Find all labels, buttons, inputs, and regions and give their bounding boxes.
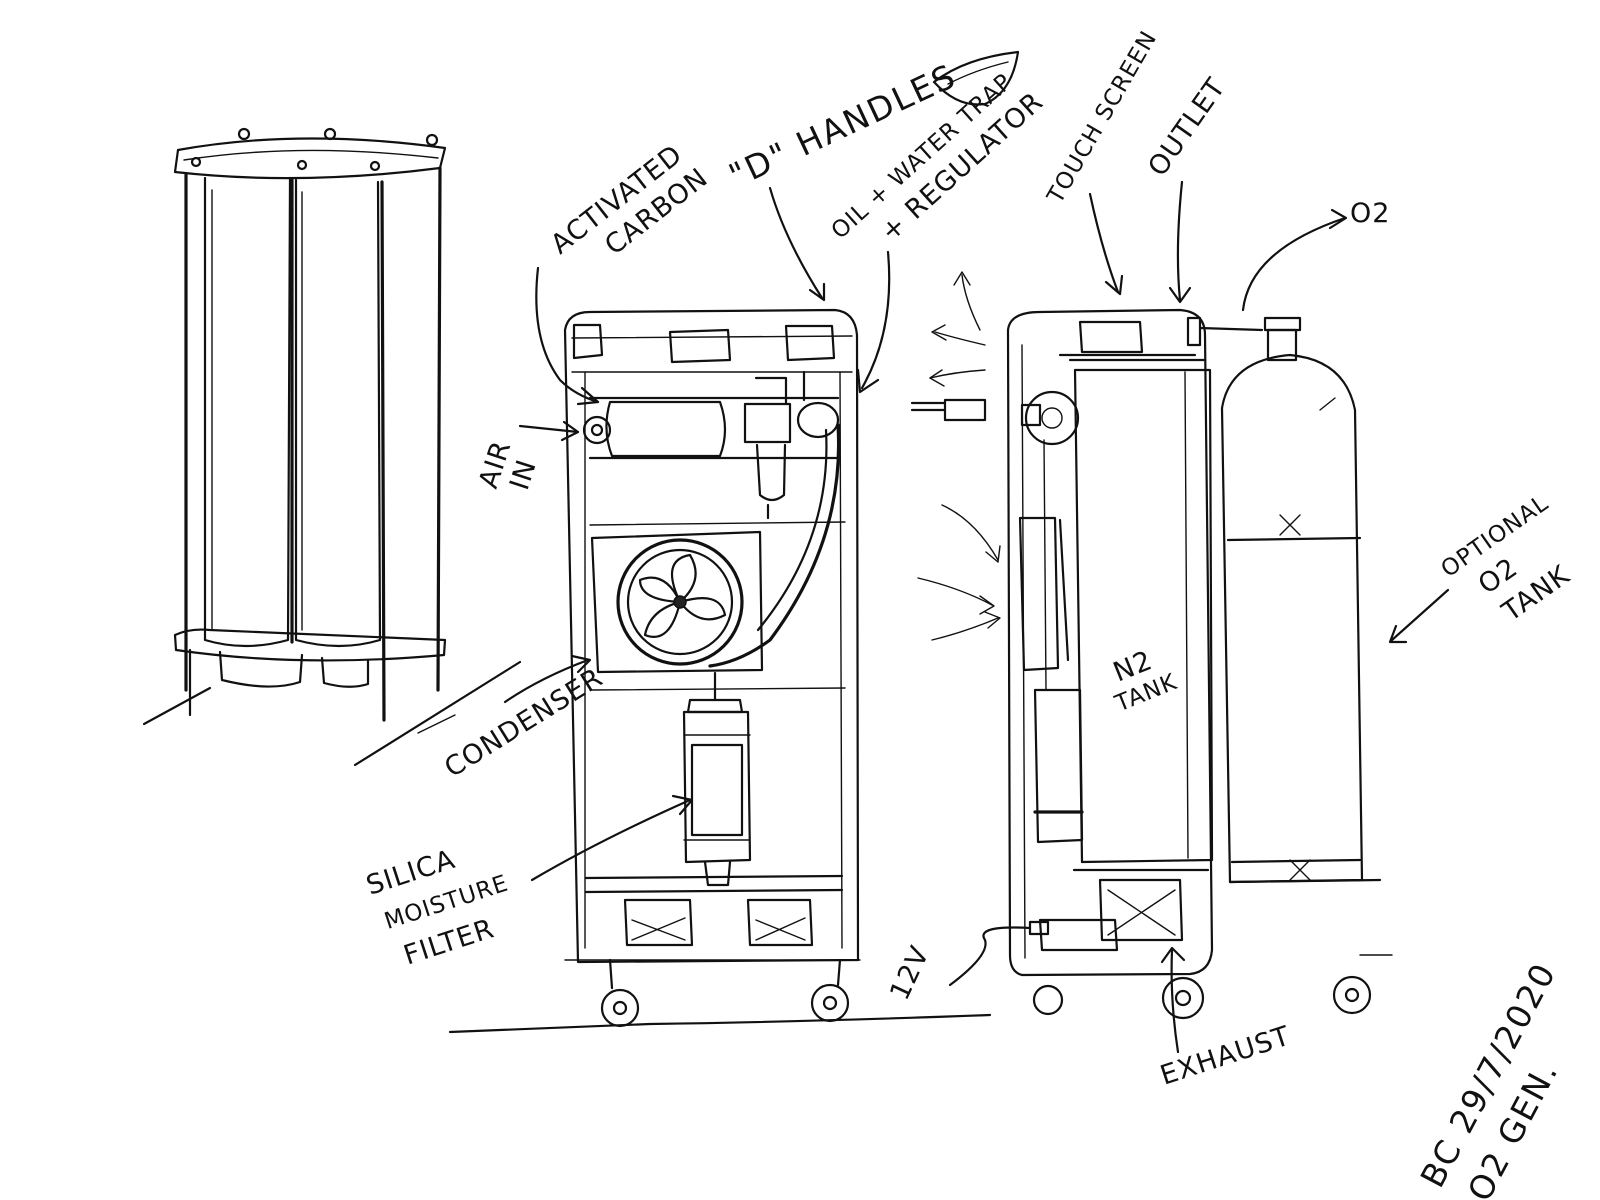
label-condenser-text: CONDENSER [439, 662, 608, 784]
label-optional-tank: OPTIONAL O2 TANK [1437, 490, 1577, 628]
label-outlet-text: OUTLET [1142, 72, 1232, 182]
label-d-handles-text: "D" HANDLES [723, 56, 962, 195]
label-activated-carbon: ACTIVATED CARBON [545, 139, 714, 261]
label-o2-output: O2 [1350, 198, 1390, 229]
cabinet-front-view [448, 308, 992, 1034]
label-air-in: AIR IN [473, 437, 543, 494]
label-silica-filter: SILICA MOISTURE FILTER [363, 844, 512, 972]
leader-arrows [503, 180, 1450, 1054]
label-exhaust-text: EXHAUST [1157, 1021, 1295, 1092]
label-exhaust: EXHAUST [1157, 1021, 1295, 1092]
label-power: 12V [884, 941, 936, 1005]
label-touch-screen-text: TOUCH SCREEN [1042, 27, 1162, 209]
label-n2-tank: N2 TANK [1109, 645, 1181, 718]
signature: BC 29/7/2020 O2 GEN. [1413, 956, 1566, 1200]
cabinet-side-view [910, 308, 1393, 1020]
label-touch-screen: TOUCH SCREEN [1042, 27, 1162, 209]
label-power-text: 12V [884, 941, 936, 1005]
sieve-column-frame [142, 127, 522, 767]
label-condenser: CONDENSER [439, 662, 608, 784]
label-d-handles: "D" HANDLES [723, 56, 962, 195]
label-outlet: OUTLET [1142, 72, 1232, 182]
d-handle-icon [932, 50, 1020, 106]
